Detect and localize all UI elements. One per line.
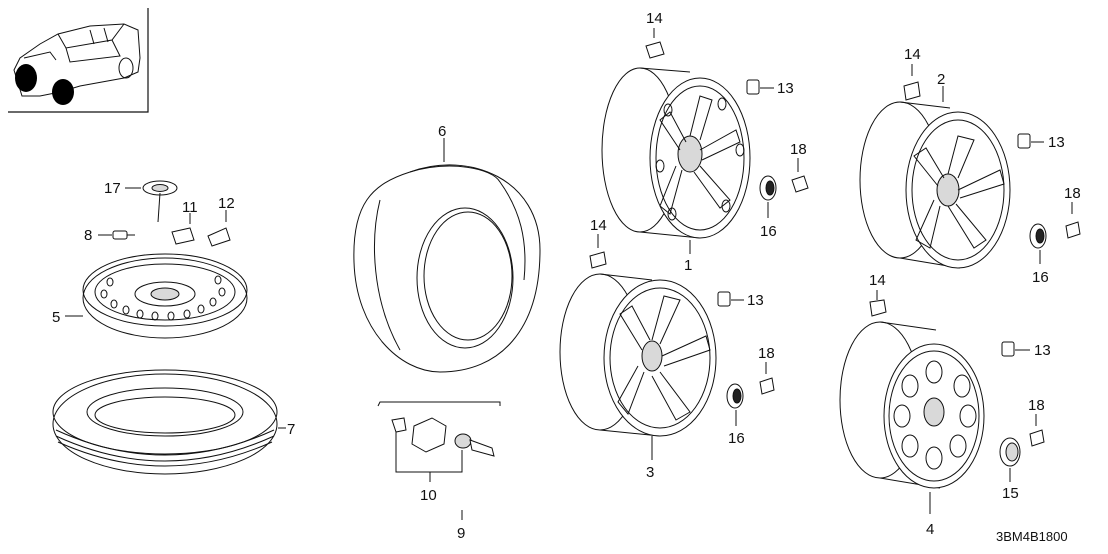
callout-16b: 16 — [1032, 269, 1049, 286]
callout-7: 7 — [287, 421, 295, 438]
callout-1: 1 — [684, 257, 692, 274]
balance-weight-icon-13a — [746, 79, 774, 95]
spare-hold-down-bolt — [125, 180, 178, 223]
center-cap-icon-15 — [999, 437, 1021, 482]
callout-8: 8 — [84, 227, 92, 244]
callout-4: 4 — [926, 521, 934, 538]
tire-valve — [98, 230, 135, 240]
lug-nut-icon-18a — [791, 158, 809, 193]
balance-weight-icon-13c — [717, 291, 744, 307]
balance-weight-icon-13b — [1017, 133, 1044, 149]
callout-13d: 13 — [1034, 342, 1051, 359]
callout-14b: 14 — [590, 217, 607, 234]
callout-14d: 14 — [869, 272, 886, 289]
callout-16a: 16 — [760, 223, 777, 240]
wheel-icon-4 — [839, 321, 985, 514]
spare-wheel-icon — [65, 253, 248, 339]
wheel-icon-3 — [559, 273, 717, 460]
callout-14c: 14 — [904, 46, 921, 63]
center-cap-icon-16b — [1029, 223, 1047, 264]
wheel-icon-2 — [859, 86, 1011, 269]
center-cap-icon-16a — [759, 175, 777, 218]
callout-9: 9 — [457, 525, 465, 542]
balance-weight-11 — [171, 213, 195, 245]
center-cap-icon-16c — [726, 383, 744, 426]
tpms-sensor-icon — [377, 401, 501, 520]
callout-18c: 18 — [758, 345, 775, 362]
callout-10: 10 — [420, 487, 437, 504]
balance-weight-icon-14a — [645, 28, 665, 59]
lug-nut-icon-18b — [1065, 202, 1081, 239]
balance-weight-icon-14b — [589, 234, 607, 269]
callout-13c: 13 — [747, 292, 764, 309]
tire-icon — [353, 138, 541, 373]
callout-3: 3 — [646, 464, 654, 481]
balance-weight-icon-14c — [903, 64, 921, 101]
callout-13b: 13 — [1048, 134, 1065, 151]
balance-weight-icon-14d — [869, 290, 887, 317]
callout-16c: 16 — [728, 430, 745, 447]
callout-18b: 18 — [1064, 185, 1081, 202]
spare-tire-icon — [52, 369, 286, 475]
balance-weight-12 — [207, 210, 231, 247]
vehicle-thumbnail-icon — [8, 8, 149, 113]
lug-nut-icon-18c — [759, 362, 775, 395]
lug-nut-icon-18d — [1029, 414, 1045, 447]
callout-5: 5 — [52, 309, 60, 326]
callout-14a: 14 — [646, 10, 663, 27]
callout-18d: 18 — [1028, 397, 1045, 414]
balance-weight-icon-13d — [1001, 341, 1030, 357]
diagram-code: 3BM4B1800 — [996, 529, 1068, 544]
callout-17: 17 — [104, 180, 121, 197]
wheel-icon-1 — [601, 67, 751, 254]
callout-11: 11 — [182, 199, 198, 216]
callout-12: 12 — [218, 195, 235, 212]
callout-18a: 18 — [790, 141, 807, 158]
callout-13a: 13 — [777, 80, 794, 97]
callout-15: 15 — [1002, 485, 1019, 502]
callout-6: 6 — [438, 123, 446, 140]
callout-2: 2 — [937, 71, 945, 88]
